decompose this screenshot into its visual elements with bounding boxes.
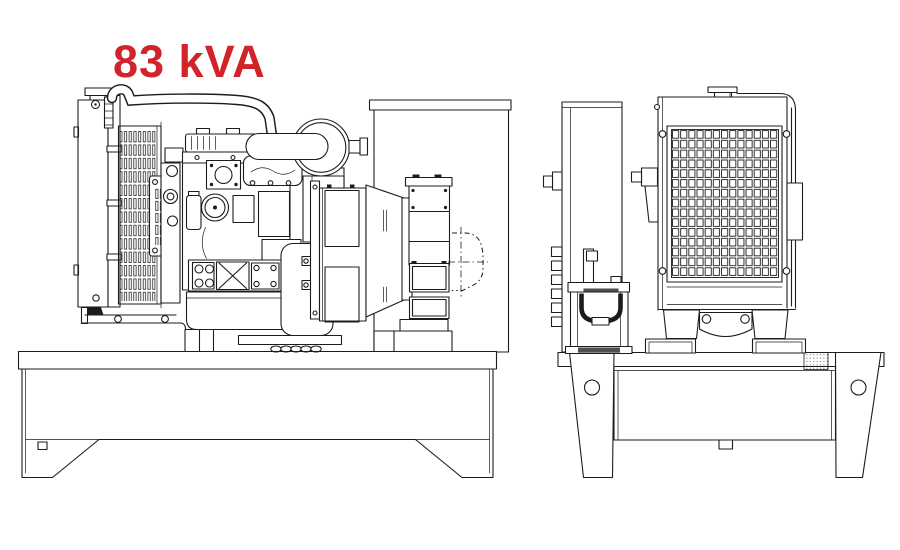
base-top-flange — [17, 350, 498, 370]
alternator-vent-grille-upper — [324, 189, 360, 248]
intake-tube — [245, 132, 329, 161]
radiator-outlet-elbow — [85, 307, 104, 315]
base-frame-side — [17, 350, 498, 479]
engine-front-accessories — [160, 162, 181, 304]
side-view — [17, 84, 512, 479]
terminal-box — [404, 174, 488, 320]
valve-cover — [184, 127, 261, 153]
engine — [160, 127, 345, 353]
base-frame-end — [557, 351, 885, 479]
intake-cover-plate — [205, 159, 242, 190]
air-cleaner — [245, 118, 369, 243]
engine-mount-bracket — [187, 259, 288, 294]
terminal-box-lid — [404, 176, 453, 187]
lifting-hole-left — [583, 379, 601, 396]
oil-pan — [185, 291, 298, 331]
radiator-tank — [77, 99, 109, 308]
front-pulley — [200, 193, 230, 222]
rating-label: 83 kVA — [113, 36, 266, 87]
lifting-hole-right — [850, 379, 867, 396]
radiator-mounts-end — [644, 309, 807, 354]
panel-knob — [551, 171, 563, 191]
alternator-cone — [365, 184, 405, 318]
radiator-end — [630, 86, 807, 354]
thermostat-housing — [630, 167, 659, 223]
base-cutout-hole — [37, 441, 48, 451]
alternator-vent-grille-lower — [324, 266, 360, 323]
fan-guard-grille — [671, 129, 779, 278]
fuel-filter — [185, 190, 202, 231]
dipstick — [201, 227, 207, 259]
coolant-hose — [106, 84, 279, 152]
radiator-side — [73, 87, 187, 331]
base-cross-member — [613, 365, 837, 441]
optional-outlet-cowl — [448, 227, 488, 297]
radiator-mount-bracket — [81, 314, 187, 331]
exhaust-manifold — [242, 155, 303, 187]
sump-bottom — [237, 334, 343, 353]
alternator-body — [318, 187, 367, 322]
terminal-box-vent-lower — [411, 298, 447, 317]
fan-guard-frame — [666, 125, 783, 283]
alternator — [309, 180, 453, 353]
drive-end-flange — [309, 180, 321, 320]
base-pad — [803, 352, 829, 370]
base-leg-left — [568, 351, 615, 479]
radiator-filler-cap — [707, 86, 738, 98]
battery — [564, 248, 633, 355]
base-leg-right — [834, 351, 882, 479]
engine-foot — [184, 328, 215, 353]
end-view — [542, 86, 885, 479]
terminal-box-vent-upper — [411, 265, 447, 291]
radiator-side-bracket — [786, 182, 804, 241]
